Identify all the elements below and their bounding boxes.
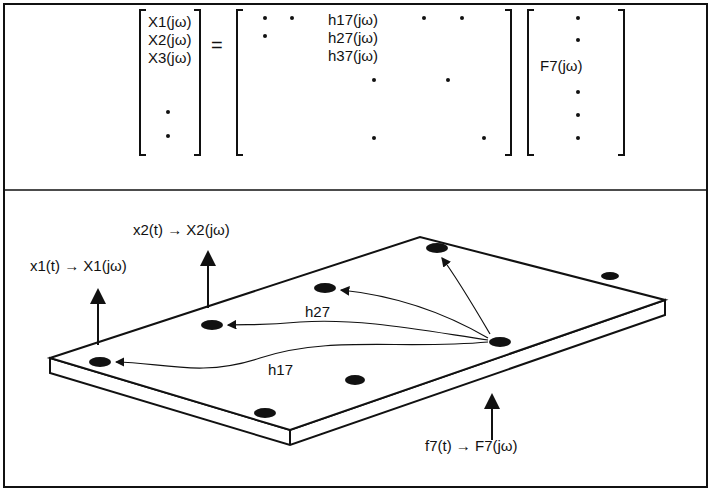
vector-entry: X3(jω) [148, 50, 191, 67]
vector-entry: X1(jω) [148, 14, 191, 31]
frame [4, 4, 707, 487]
force-label: f7(t) → F7(jω) [425, 438, 518, 455]
divider [4, 189, 707, 191]
equals-sign: = [211, 34, 223, 56]
transfer-paths [116, 258, 490, 368]
transfer-function: h27(jω) [328, 30, 378, 47]
response-arrows [98, 252, 492, 440]
response-label: x2(t) → X2(jω) [133, 222, 230, 239]
matrix-dots [166, 16, 580, 140]
vector-entry: X2(jω) [148, 32, 191, 49]
matrix-brackets [140, 10, 624, 155]
path-label: h17 [268, 362, 293, 379]
path-label: h27 [305, 304, 330, 321]
measurement-points [89, 243, 619, 418]
transfer-function: h17(jω) [328, 12, 378, 29]
force-entry: F7(jω) [540, 58, 583, 75]
response-label: x1(t) → X1(jω) [30, 258, 127, 275]
transfer-function: h37(jω) [328, 48, 378, 65]
plate [50, 237, 665, 445]
